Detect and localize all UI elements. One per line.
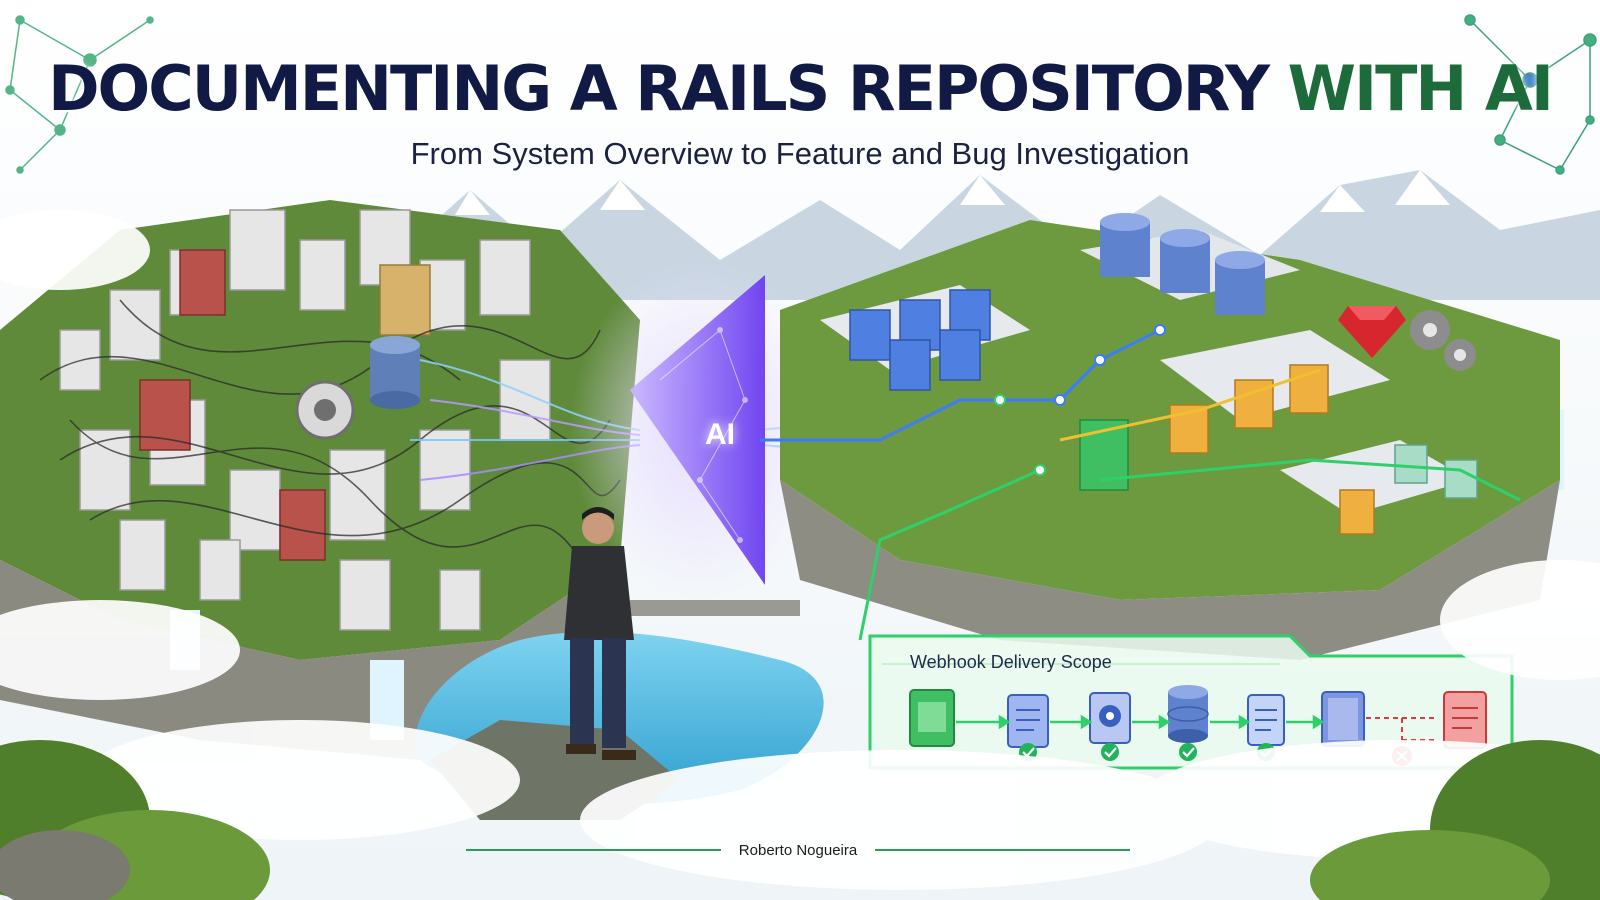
green-document-icon: [909, 689, 955, 747]
gear-icon: [295, 380, 355, 440]
title-main-text: DOCUMENTING A RAILS REPOSITORY: [48, 52, 1288, 125]
document-icon: [1247, 694, 1285, 746]
page-title: DOCUMENTING A RAILS REPOSITORY WITH AI: [0, 54, 1600, 124]
check-icon: [1179, 743, 1197, 761]
gear-icon: [1089, 692, 1131, 744]
author-name: Roberto Nogueira: [738, 841, 858, 859]
check-icon: [1101, 743, 1119, 761]
scope-panel-title: Webhook Delivery Scope: [910, 652, 1112, 672]
database-cluster: [1100, 213, 1265, 315]
divider-left: [466, 849, 721, 851]
divider-right: [875, 849, 1130, 851]
gear-pair-icon: [1410, 310, 1476, 371]
database-icon: [370, 336, 420, 409]
foreground-foliage: [0, 740, 1600, 900]
network-decoration-right: [1464, 14, 1597, 175]
ai-funnel: [570, 260, 830, 600]
title-accent-text: WITH AI: [1287, 52, 1554, 125]
page-subtitle: From System Overview to Feature and Bug …: [410, 136, 1190, 171]
ai-funnel-label: AI: [705, 418, 735, 451]
webhook-delivery-scope-panel: [868, 634, 1514, 770]
network-decoration-left: [5, 15, 154, 174]
document-icon: [1007, 694, 1049, 748]
organized-architecture-island: [760, 213, 1560, 660]
folder-icon: [1321, 691, 1365, 747]
ruby-gem-icon: [1338, 306, 1406, 358]
red-document-icon: [1443, 691, 1487, 749]
foreground-clouds: [0, 210, 1600, 890]
database-icon: [1167, 685, 1209, 743]
author-credit: Roberto Nogueira: [466, 838, 1130, 862]
